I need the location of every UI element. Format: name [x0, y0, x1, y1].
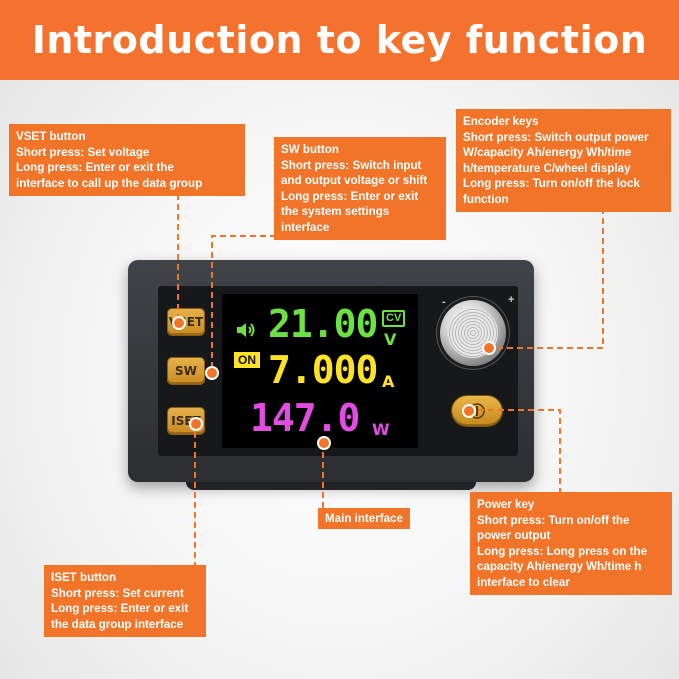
current-readout: 7.000 [268, 348, 378, 392]
iset-marker [189, 417, 203, 431]
callout-title: Encoder keys [463, 115, 539, 128]
iset-callout: ISET button Short press: Set current Lon… [44, 565, 206, 637]
sw-button[interactable]: SW [168, 358, 204, 384]
callout-title: VSET button [16, 130, 86, 143]
callout-line: Short press: Turn on/off the [477, 513, 630, 527]
current-unit: A [382, 372, 395, 391]
vset-marker [172, 316, 186, 330]
cv-mode-badge: CV [382, 310, 406, 327]
callout-line: Short press: Set voltage [16, 145, 150, 159]
callout-line: interface to call up the data group [16, 176, 203, 190]
callout-line: Long press: Enter or exit the [16, 161, 174, 174]
callout-line: Long press: Enter or exit [281, 189, 419, 203]
callout-line: the system settings [281, 205, 390, 218]
power-callout: Power key Short press: Turn on/off the p… [470, 492, 672, 595]
callout-line: and output voltage or shift [281, 174, 428, 187]
callout-line: Long press: Long press on the [477, 544, 648, 558]
main-display-marker [317, 436, 331, 450]
header-banner: Introduction to key function [0, 0, 679, 80]
callout-line: h/temperature C/wheel display [463, 161, 631, 175]
callout-line: Short press: Switch output power [463, 130, 649, 144]
callout-line: Long press: Enter or exit [51, 602, 189, 615]
power-unit: W [372, 420, 390, 439]
callout-line: capacity Ah/energy Wh/time h [477, 560, 642, 573]
callout-line: the data group interface [51, 617, 184, 631]
main-interface-label: Main interface [318, 508, 410, 529]
callout-title: Power key [477, 498, 535, 511]
output-on-badge: ON [234, 352, 260, 368]
encoder-callout: Encoder keys Short press: Switch output … [456, 109, 671, 212]
power-readout: 147.0 [250, 396, 360, 440]
vset-button[interactable]: VSET [168, 309, 204, 335]
knob-minus-mark: - [442, 296, 446, 308]
callout-line: interface [281, 220, 330, 234]
main-display: ON 21.00 CV V 7.000 A 147.0 W [222, 294, 418, 448]
callout-title: SW button [281, 143, 339, 156]
vset-callout: VSET button Short press: Set voltage Lon… [9, 124, 245, 196]
knob-plus-mark: + [508, 294, 515, 306]
sw-marker [205, 366, 219, 380]
speaker-icon [237, 323, 255, 337]
callout-line: interface to clear [477, 575, 570, 589]
callout-line: power output [477, 529, 551, 542]
sw-callout: SW button Short press: Switch input and … [274, 137, 446, 240]
voltage-unit: V [384, 330, 397, 349]
encoder-marker [482, 341, 496, 355]
page-title: Introduction to key function [31, 18, 648, 62]
callout-line: function [463, 192, 509, 206]
callout-title: ISET button [51, 571, 117, 584]
callout-line: Short press: Set current [51, 586, 184, 600]
callout-line: Short press: Switch input [281, 158, 422, 172]
callout-line: W/capacity Ah/energy Wh/time [463, 146, 632, 159]
callout-line: Long press: Turn on/off the lock [463, 177, 640, 190]
voltage-readout: 21.00 [268, 302, 378, 346]
power-marker [462, 404, 476, 418]
